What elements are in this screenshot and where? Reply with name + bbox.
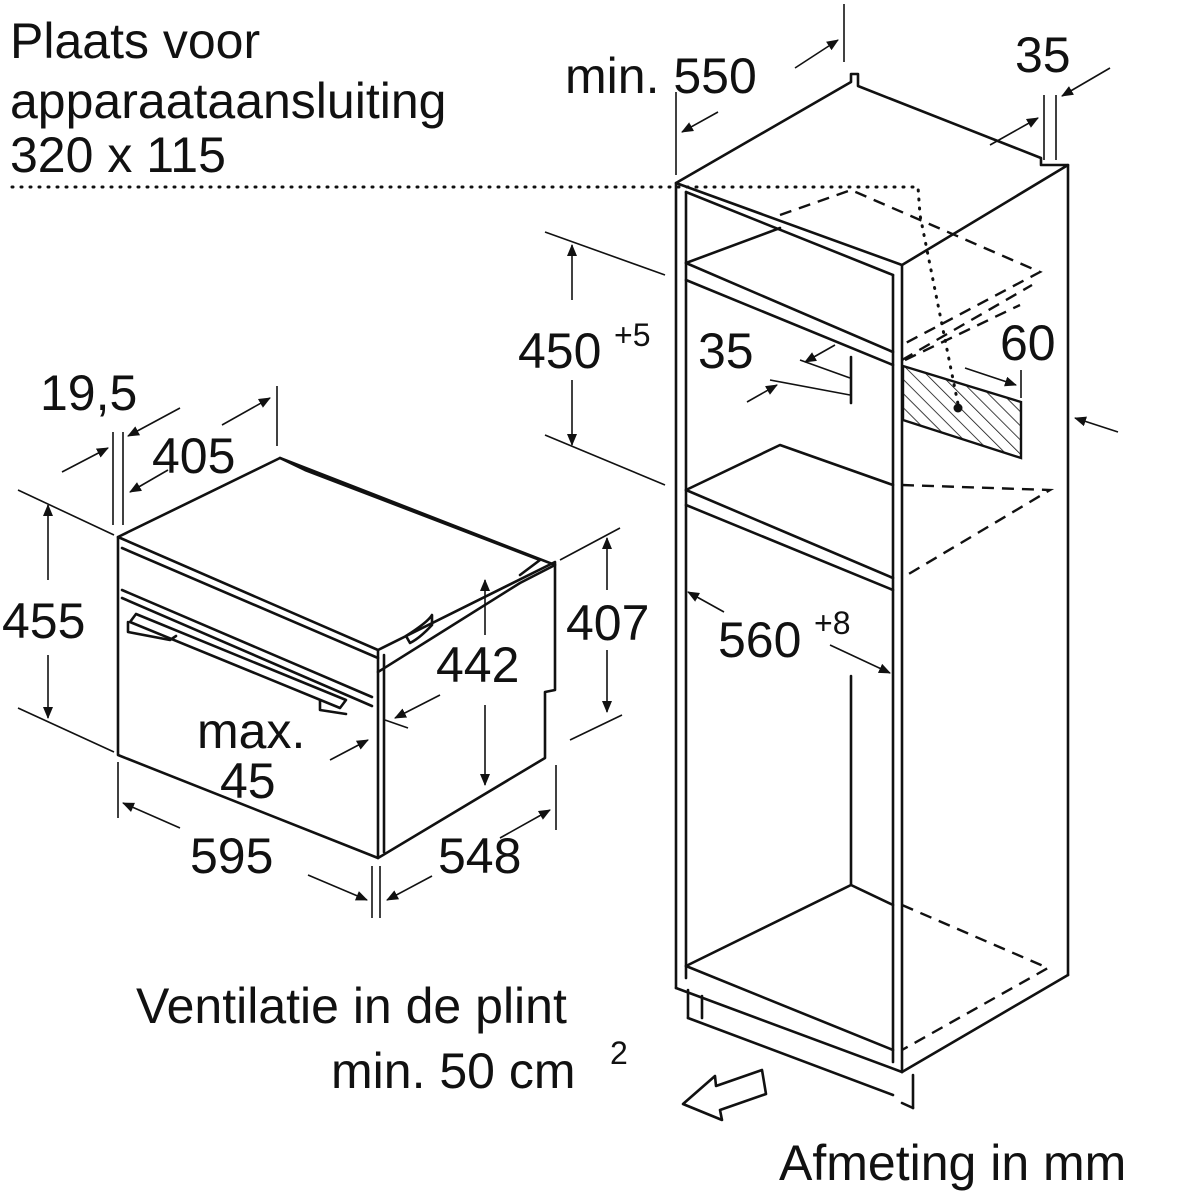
front-depth-label: 19,5: [40, 365, 137, 421]
overlap-label-line1: max.: [197, 703, 305, 759]
shelf-gap-label: 35: [698, 323, 754, 379]
side-height-label: 407: [566, 595, 649, 651]
body-depth-label: 548: [438, 828, 521, 884]
rear-gap-label: 35: [1015, 27, 1071, 83]
top-depth-label: 405: [152, 428, 235, 484]
airflow-arrow-icon: [681, 1068, 768, 1122]
connection-label-line2: apparaataansluiting: [10, 73, 446, 129]
ventilation-label-line1: Ventilatie in de plint: [136, 978, 567, 1034]
front-width-label: 595: [190, 828, 273, 884]
tall-cabinet: [674, 72, 1070, 1110]
connection-label-line3: 320 x 115: [10, 127, 226, 183]
oven-unit: [116, 456, 557, 860]
body-height-label: 442: [436, 637, 519, 693]
shelf-height-label: 450: [518, 323, 601, 379]
total-height-label: 455: [2, 593, 85, 649]
ventilation-label-sup: 2: [610, 1035, 628, 1071]
ventilation-label-line2: min. 50 cm: [331, 1043, 576, 1099]
niche-width-label: 560: [718, 612, 801, 668]
niche-width-tolerance: +8: [814, 605, 850, 641]
unit-note: Afmeting in mm: [779, 1135, 1126, 1191]
overlap-label-line2: 45: [220, 753, 276, 809]
side-gap-label: 60: [1000, 315, 1056, 371]
shelf-height-tolerance: +5: [614, 317, 650, 353]
niche-depth-label: min. 550: [565, 48, 757, 104]
connection-label-line1: Plaats voor: [10, 13, 260, 69]
dimension-lines: [17, 4, 1119, 918]
